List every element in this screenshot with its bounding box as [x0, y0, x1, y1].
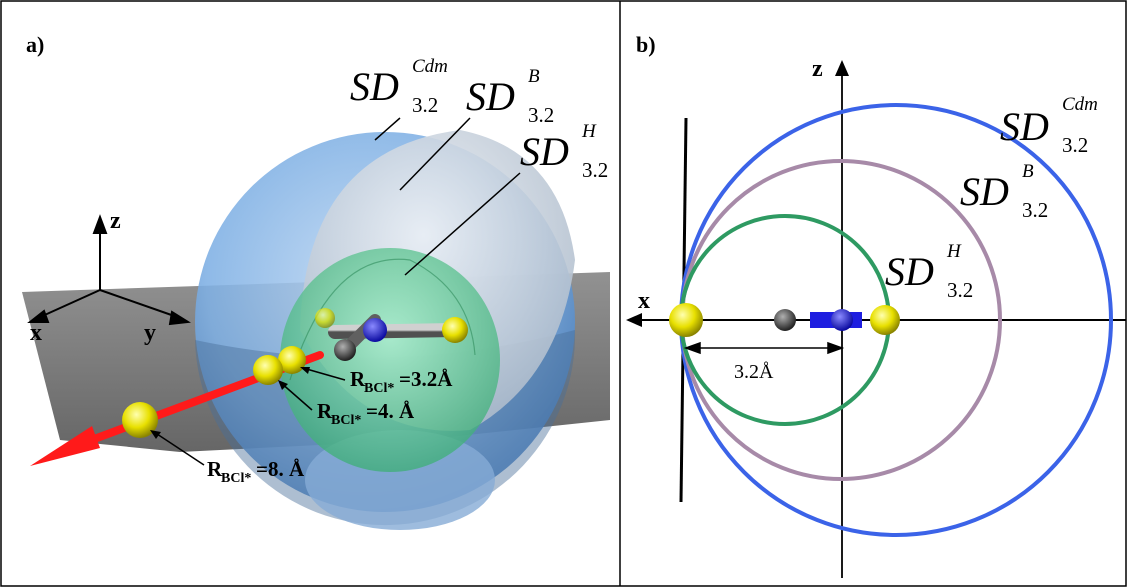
svg-text:=8. Å: =8. Å — [256, 457, 305, 481]
distance-arrow-b — [683, 341, 845, 355]
atom-blue — [363, 318, 387, 342]
svg-text:3.2: 3.2 — [1022, 198, 1048, 222]
sd-h-sphere — [280, 248, 500, 472]
svg-text:3.2: 3.2 — [412, 93, 438, 117]
panel-a-label: a) — [26, 32, 44, 57]
svg-text:BCl*: BCl* — [221, 471, 251, 486]
svg-text:SD: SD — [520, 129, 569, 174]
atom-yellow-right — [442, 317, 468, 343]
atom-yellow-right-b — [870, 305, 900, 335]
distance-label-b: 3.2Å — [734, 361, 774, 383]
molecule-b — [669, 303, 900, 337]
sd-h-label-b: SD H 3.2 — [885, 241, 973, 302]
atom-r32 — [278, 346, 306, 374]
axis-x-arrow-b — [626, 313, 642, 327]
svg-text:BCl*: BCl* — [364, 381, 394, 396]
svg-text:3.2: 3.2 — [947, 278, 973, 302]
axis-x-label-b: x — [638, 288, 650, 314]
svg-text:BCl*: BCl* — [331, 413, 361, 428]
svg-text:R: R — [317, 399, 333, 423]
svg-text:3.2: 3.2 — [528, 103, 554, 127]
svg-text:R: R — [350, 367, 366, 391]
r-label-8: R BCl* =8. Å — [150, 430, 305, 486]
atom-yellow-left-b — [669, 303, 703, 337]
r-label-32: R BCl* =3.2Å — [300, 367, 453, 396]
axis-x-label-a: x — [30, 320, 42, 346]
sd-b-label-b: SD B 3.2 — [960, 161, 1048, 222]
svg-text:SD: SD — [1000, 104, 1049, 149]
atom-r4 — [253, 355, 283, 385]
sd-b-label-a: SD B 3.2 — [399, 66, 554, 191]
svg-text:B: B — [1022, 161, 1034, 182]
svg-text:=3.2Å: =3.2Å — [399, 367, 453, 391]
svg-text:B: B — [528, 66, 540, 87]
r-label-4: R BCl* =4. Å — [278, 380, 415, 428]
axis-z-label-a: z — [110, 208, 121, 234]
svg-text:SD: SD — [350, 64, 399, 109]
svg-text:SD: SD — [466, 74, 515, 119]
molecule-a — [315, 308, 468, 361]
approach-arrow-head — [30, 426, 100, 466]
axis-z-arrow-b — [835, 60, 849, 76]
panel-a: a) — [22, 32, 610, 530]
atom-dark — [334, 339, 356, 361]
svg-text:SD: SD — [885, 249, 934, 294]
svg-text:SD: SD — [960, 169, 1009, 214]
atom-dark-b — [774, 309, 796, 331]
axis-z-label-b: z — [812, 56, 823, 82]
svg-text:=4. Å: =4. Å — [366, 399, 415, 423]
axis-y-label-a: y — [144, 320, 156, 346]
atom-yellow-back — [315, 308, 335, 328]
svg-text:Cdm: Cdm — [412, 56, 448, 77]
atom-blue-b — [831, 309, 853, 331]
panel-b-label: b) — [636, 32, 656, 57]
atom-r8 — [122, 402, 158, 438]
axis-triad-a — [27, 214, 191, 326]
svg-text:H: H — [946, 241, 962, 262]
sd-cdm-label-a: SD Cdm 3.2 — [350, 56, 448, 141]
sd-cdm-label-b: SD Cdm 3.2 — [1000, 94, 1098, 157]
svg-text:3.2: 3.2 — [1062, 133, 1088, 157]
svg-text:H: H — [581, 121, 597, 142]
svg-text:3.2: 3.2 — [582, 158, 608, 182]
svg-text:Cdm: Cdm — [1062, 94, 1098, 115]
panel-b: b) z x 3.2Å SD — [626, 32, 1126, 578]
svg-text:R: R — [207, 457, 223, 481]
sd-h-label-a: SD H 3.2 — [404, 121, 608, 276]
